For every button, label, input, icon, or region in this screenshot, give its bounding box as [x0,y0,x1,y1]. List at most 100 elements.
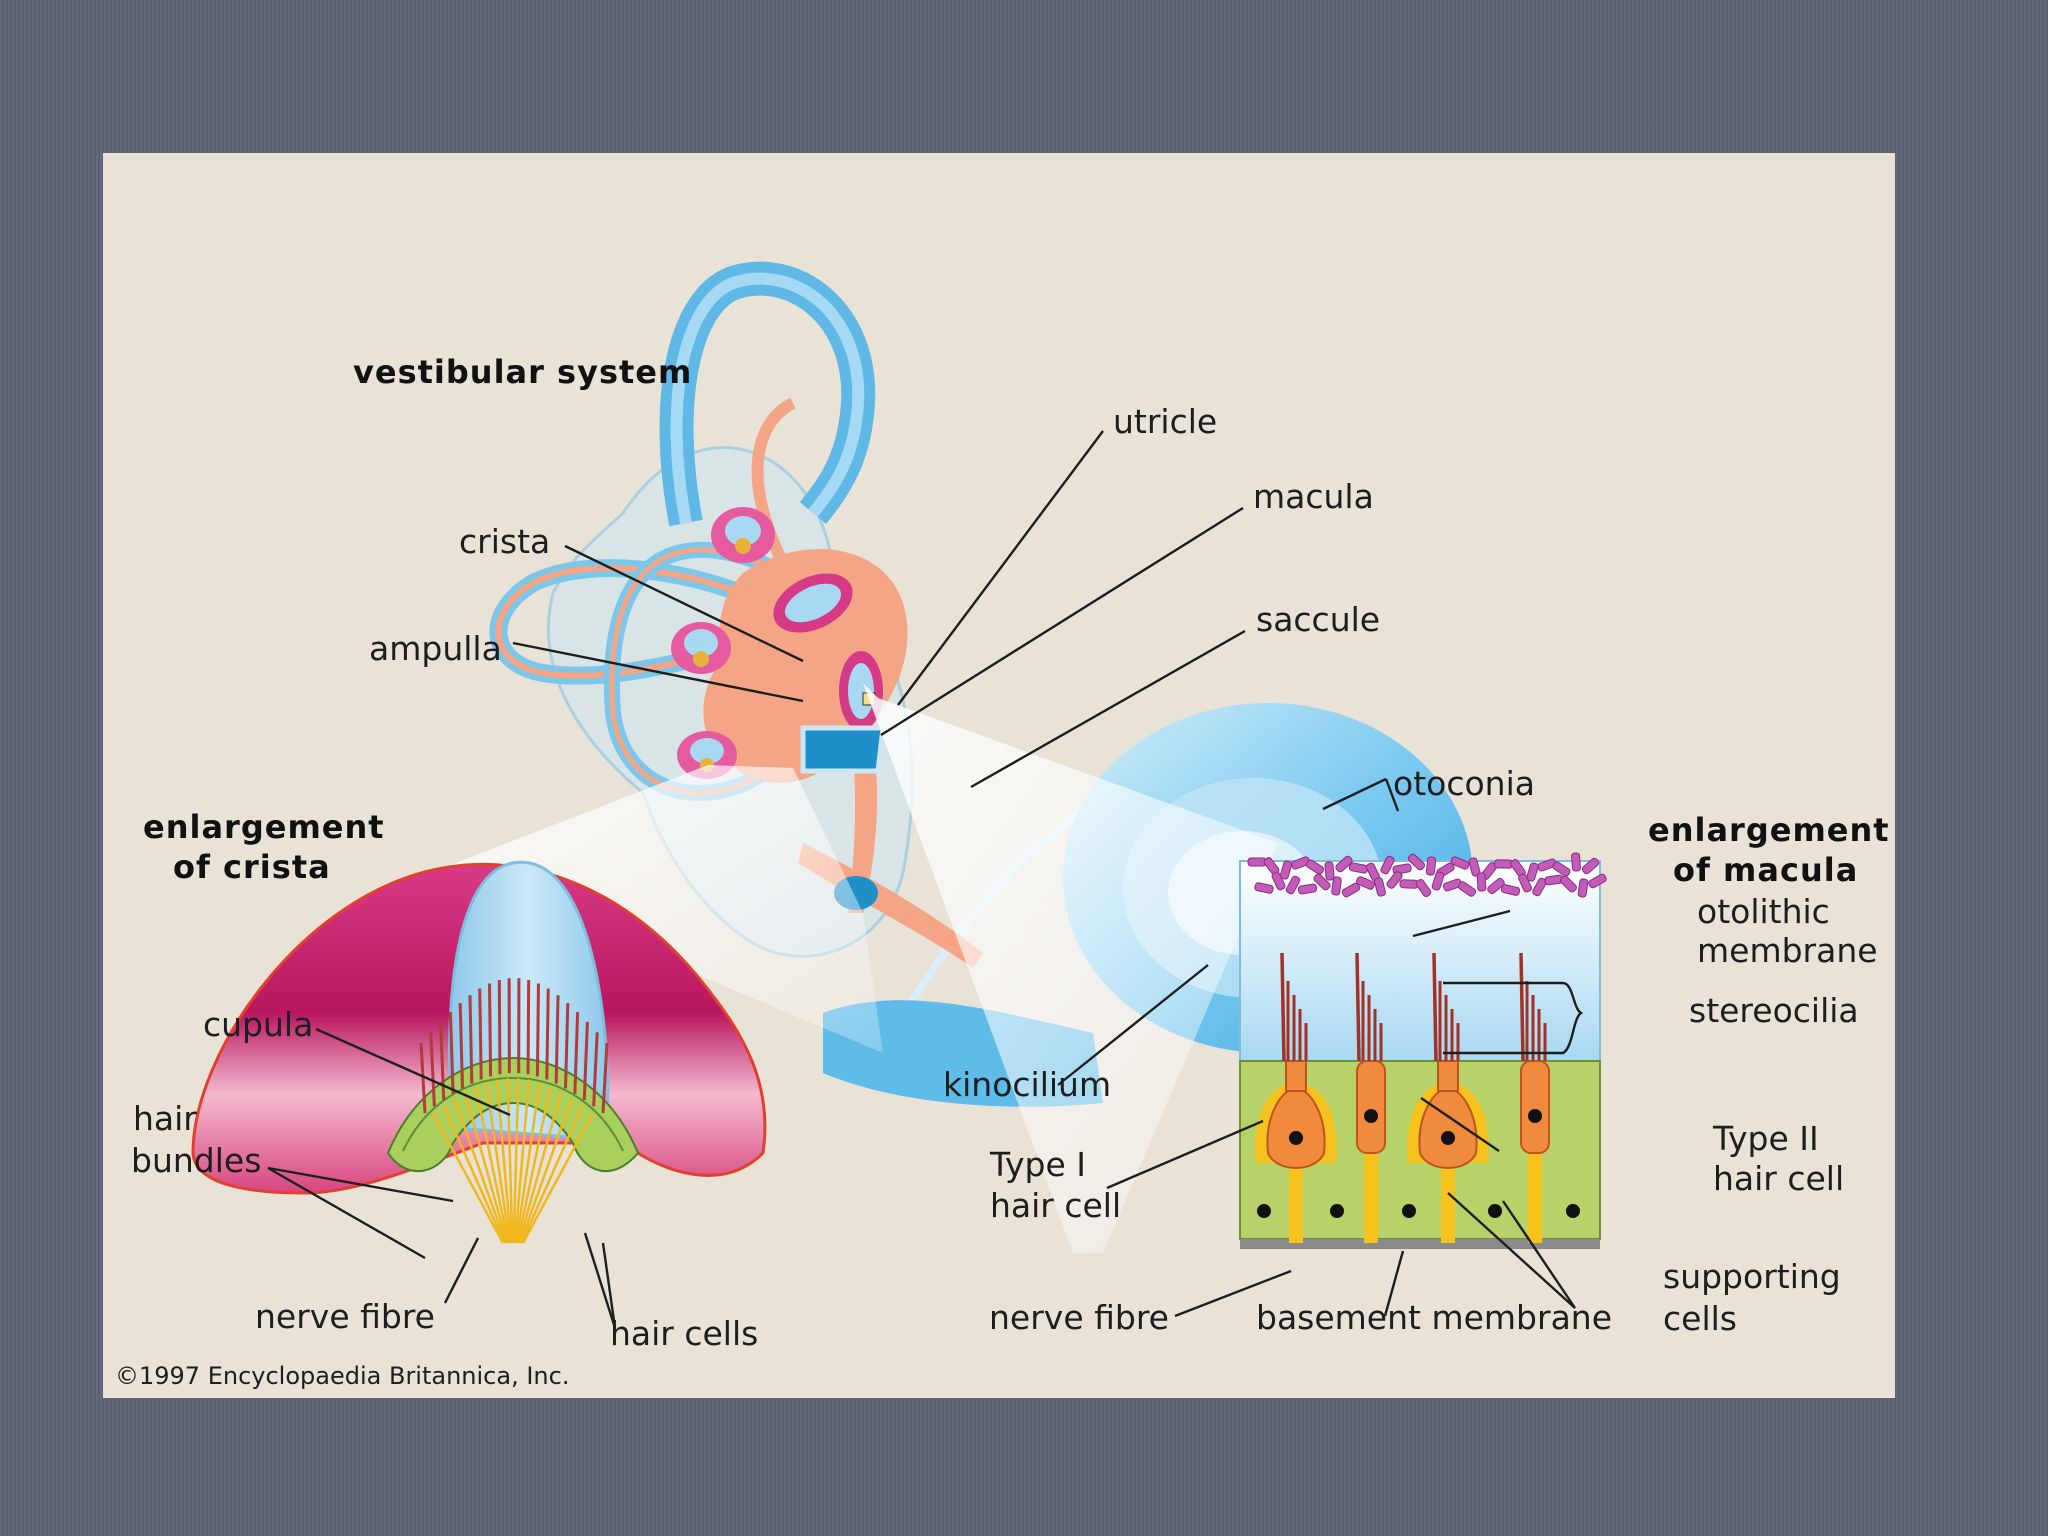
diagram-panel: vestibular system enlargement of crista … [103,153,1895,1398]
macula-hair-cells [1255,952,1550,1243]
hair-bundle-strand [488,983,493,1077]
label-type1-line1: Type I [989,1145,1086,1184]
hair-bundle-strand [601,1042,609,1114]
otoconium [1450,856,1470,870]
hair-bundle-strand [429,1032,436,1107]
hair-bundle-strand [468,995,474,1084]
nerve-fibre-strand [442,1105,506,1244]
otoconium [1313,873,1331,891]
otoconium [1399,879,1419,889]
nerve-fibre-strand [515,1082,541,1244]
hair-bundle-strand [448,1012,455,1095]
macula-enlargement [1239,852,1607,1249]
label-otolithic-line2: membrane [1697,931,1878,970]
hair-bundle-strand [535,983,540,1077]
nerve-fibre-strand [453,1098,507,1244]
otoconium [1356,876,1375,890]
label-nerve-fibre-right: nerve fibre [989,1298,1169,1337]
nerve-fibre-strand [495,1079,513,1244]
hair-cell-nucleus [1289,1131,1303,1145]
otoconium [1577,878,1589,898]
copyright-notice: ©1997 Encyclopaedia Britannica, Inc. [115,1362,569,1390]
otoconium [1588,873,1607,889]
otoconium [1526,862,1539,882]
hair-cell-nerve-fibre [1289,1153,1303,1243]
otoconium [1415,879,1432,897]
kinocilium [1432,952,1438,1062]
supporting-cell-nucleus [1566,1204,1580,1218]
otoconium [1271,871,1286,891]
otoconium [1335,855,1353,873]
type2-hair-cell [1520,1060,1550,1154]
otoconium [1386,871,1403,889]
hair-cell-nerve-fibre [1364,1153,1378,1243]
label-ampulla: ampulla [369,629,502,668]
supporting-cell-nucleus [1488,1204,1502,1218]
hair-bundle-strand [592,1032,599,1107]
title-crista-line1: enlargement [143,808,385,846]
label-kinocilium: kinocilium [943,1065,1111,1104]
otoconium [1571,852,1581,872]
label-supporting-line1: supporting [1663,1257,1841,1296]
hair-bundle-strand [554,995,560,1084]
supporting-cell-nucleus [1330,1204,1344,1218]
nerve-fibre-strand [431,1112,505,1244]
label-hair-bundles-line2: bundles [131,1141,261,1180]
supporting-cell-nuclei [1257,1204,1580,1218]
kinocilium [1355,952,1361,1062]
labels: vestibular system enlargement of crista … [115,353,1890,1390]
title-vestibular-system: vestibular system [353,353,692,391]
nerve-fibre-strand [485,1082,511,1244]
inner-ear-diagram: vestibular system enlargement of crista … [115,261,1890,1390]
label-saccule: saccule [1256,600,1380,639]
title-macula-line2: of macula [1673,851,1858,889]
type2-hair-cell [1356,1060,1386,1154]
nerve-fibre-strand [517,1092,563,1244]
hair-bundle-strand [564,1003,570,1089]
hair-cell-nucleus [1441,1131,1455,1145]
otoconium [1407,853,1426,871]
hair-cell-nerve-fibre [1528,1153,1542,1243]
otoconium [1581,857,1600,875]
nerve-fibre-strand [463,1092,509,1244]
label-stereocilia: stereocilia [1689,991,1859,1030]
otoconium [1324,861,1335,881]
nerve-fibre-strand [521,1112,595,1244]
otoconium [1457,881,1477,897]
otoconium [1341,882,1361,898]
otoconium [1493,859,1514,869]
otoconium [1374,877,1386,897]
otoconium [1297,883,1318,895]
hair-bundle-strand [545,988,550,1080]
otoconium [1279,860,1293,880]
otoconium [1431,871,1445,891]
label-crista: crista [459,522,550,561]
label-otoconia: otoconia [1393,764,1535,803]
macula-zoom-funnel [863,683,1278,1253]
label-basement-membrane: basement membrane [1256,1298,1612,1337]
nerve-fibre-strand [474,1086,510,1244]
label-type2-line1: Type II [1712,1119,1819,1158]
hair-cell-neck [1437,1060,1459,1092]
otoconium [1560,875,1577,893]
otoconium [1305,859,1325,875]
crista-nerve-fibres [431,1078,595,1244]
otoconium [1254,882,1274,894]
label-nerve-fibre-left: nerve fibre [255,1297,435,1336]
kinocilium [1519,952,1525,1062]
hair-bundle-strand [582,1021,589,1101]
title-crista-line2: of crista [173,848,331,886]
nerve-fibre-strand [512,1078,520,1244]
supporting-cell-nucleus [1402,1204,1416,1218]
label-otolithic-line1: otolithic [1697,892,1830,931]
hair-bundle-strand [573,1012,580,1095]
otoconium [1518,873,1532,893]
nerve-fibre-strand [519,1098,573,1244]
otoconium [1285,875,1301,895]
title-macula-line1: enlargement [1648,811,1890,849]
nerve-fibre-strand [506,1078,514,1244]
leader-lines [267,430,1584,1329]
label-supporting-line2: cells [1663,1299,1737,1338]
label-type2-line2: hair cell [1713,1159,1844,1198]
hair-bundle-strand [458,1003,464,1089]
